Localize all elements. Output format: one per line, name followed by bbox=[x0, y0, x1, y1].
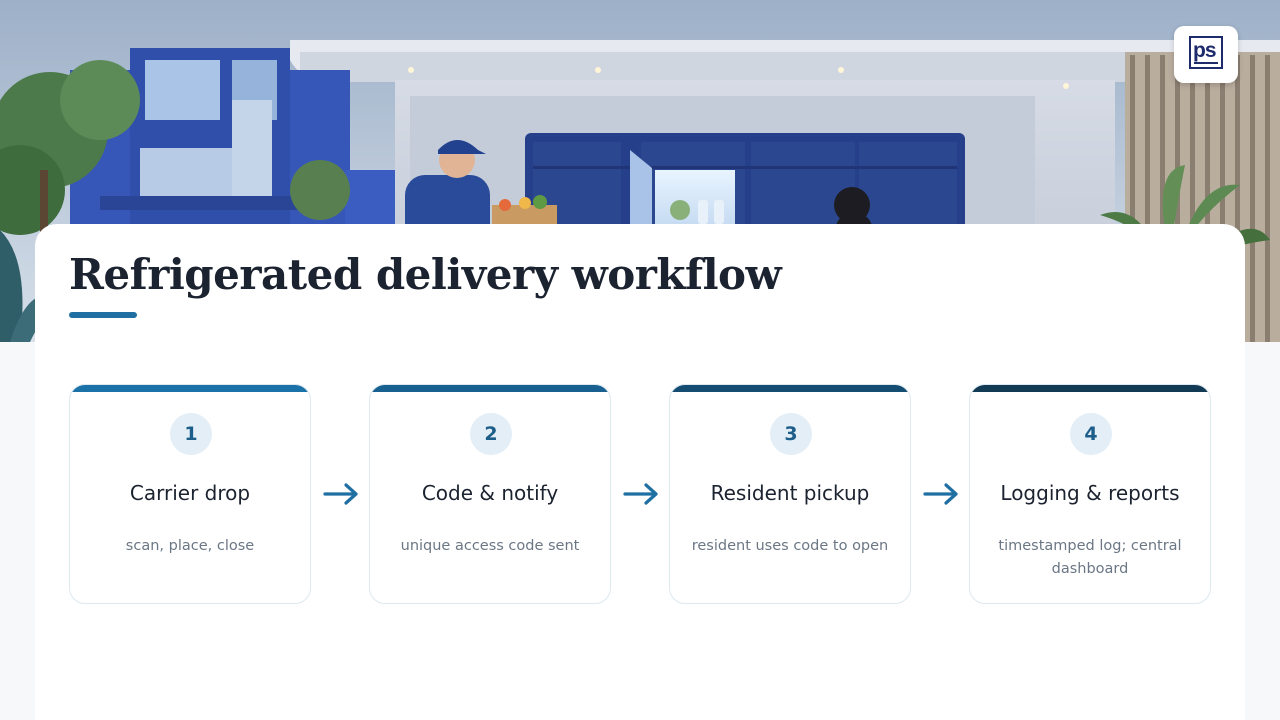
ps-logo-icon: ps bbox=[1189, 36, 1223, 69]
arrow-right-icon bbox=[923, 483, 958, 505]
arrow-right-icon bbox=[323, 483, 358, 505]
step-description: unique access code sent bbox=[400, 538, 580, 554]
step-card-resident-pickup: 3 Resident pickup resident uses code to … bbox=[669, 384, 911, 604]
step-description: resident uses code to open bbox=[691, 538, 889, 554]
step-number-badge: 1 bbox=[170, 413, 212, 455]
step-number-badge: 3 bbox=[770, 413, 812, 455]
slide-title: Refrigerated delivery workflow bbox=[69, 250, 782, 299]
step-name: Code & notify bbox=[421, 481, 559, 505]
step-number-badge: 4 bbox=[1070, 413, 1112, 455]
step-card-carrier-drop: 1 Carrier drop scan, place, close bbox=[69, 384, 311, 604]
arrow-right-icon bbox=[623, 483, 658, 505]
logo-text: ps bbox=[1193, 39, 1216, 62]
company-logo: ps bbox=[1174, 26, 1238, 83]
step-name: Resident pickup bbox=[710, 481, 870, 505]
step-description: scan, place, close bbox=[125, 538, 255, 554]
step-card-top-bar bbox=[370, 385, 610, 392]
step-card-logging-reports: 4 Logging & reports timestamped log; cen… bbox=[969, 384, 1211, 604]
step-card-code-notify: 2 Code & notify unique access code sent bbox=[369, 384, 611, 604]
step-name: Carrier drop bbox=[129, 481, 251, 505]
step-description: timestamped log; central dashboard bbox=[998, 538, 1182, 577]
step-card-top-bar bbox=[670, 385, 910, 392]
title-underline bbox=[69, 312, 137, 318]
step-name: Logging & reports bbox=[1000, 481, 1180, 505]
step-number-badge: 2 bbox=[470, 413, 512, 455]
step-card-top-bar bbox=[70, 385, 310, 392]
step-card-top-bar bbox=[970, 385, 1210, 392]
